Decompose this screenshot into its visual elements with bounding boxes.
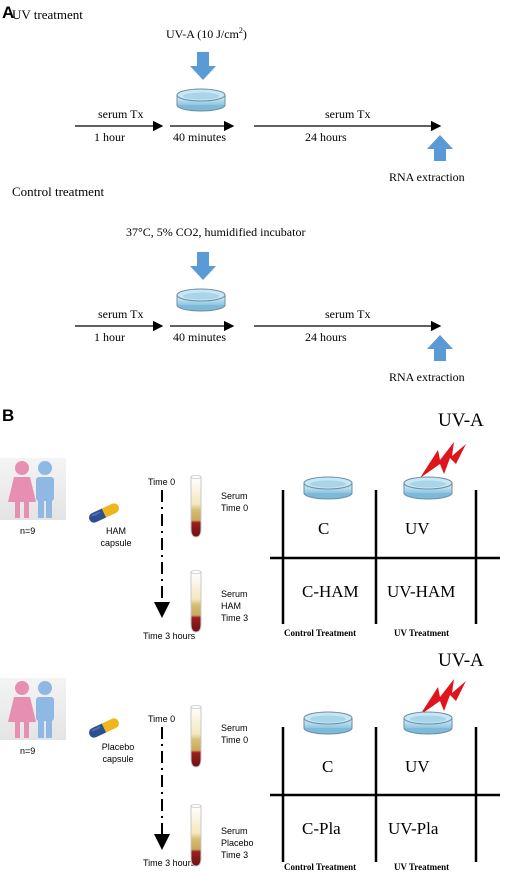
placebo-col-uv-label: UV Treatment (394, 862, 449, 872)
control-step3-bottom-label: 24 hours (305, 330, 347, 344)
uv-petri-dish (176, 88, 226, 112)
placebo-serum-bottom-3: Time 3 (221, 850, 248, 860)
control-step3-top-label: serum Tx (325, 307, 370, 321)
panel-b-label: B (2, 406, 14, 425)
placebo-cell-uv-pla: UV-Pla (388, 819, 439, 838)
uva-dose-prefix: UV-A (10 J/cm (166, 27, 240, 41)
placebo-serum-top-2: Time 0 (221, 735, 248, 745)
placebo-control-dish (303, 711, 353, 735)
placebo-serum-top-1: Serum (221, 723, 248, 733)
placebo-tube-time0 (190, 704, 202, 768)
ham-tube-time3 (190, 569, 202, 633)
control-treatment-title: Control treatment (12, 184, 104, 199)
placebo-capsule-label-2: capsule (102, 754, 133, 764)
uv-step1-top-label: serum Tx (98, 107, 143, 121)
ham-capsule-icon (87, 501, 121, 525)
control-rna-extraction-label: RNA extraction (389, 370, 465, 384)
ham-time-start-label: Time 0 (148, 477, 175, 487)
placebo-serum-bottom-1: Serum (221, 826, 248, 836)
ham-serum-top-2: Time 0 (221, 503, 248, 513)
placebo-cell-c-pla: C-Pla (302, 819, 341, 838)
ham-serum-bottom-2: HAM (221, 601, 241, 611)
control-step1-bottom-label: 1 hour (94, 330, 125, 344)
ham-col-control-label: Control Treatment (284, 628, 356, 638)
panel-a-label: A (2, 3, 14, 22)
placebo-cell-uv: UV (405, 757, 430, 776)
ham-capsule-label-1: HAM (106, 526, 126, 536)
placebo-capsule-icon (87, 716, 121, 740)
ham-lightning-bolt-icon (420, 442, 466, 478)
placebo-n-label: n=9 (20, 746, 35, 756)
ham-serum-bottom-1: Serum (221, 589, 248, 599)
control-step1-top-label: serum Tx (98, 307, 143, 321)
placebo-tube-time3 (190, 803, 202, 867)
uv-step3-bottom-label: 24 hours (305, 130, 347, 144)
placebo-serum-bottom-2: Placebo (221, 838, 254, 848)
ham-uva-label: UV-A (438, 410, 484, 431)
ham-n-label: n=9 (20, 526, 35, 536)
ham-control-dish (303, 476, 353, 500)
control-down-arrow (190, 252, 216, 280)
uva-down-arrow (190, 52, 216, 80)
uva-dose-label: UV-A (10 J/cm2) (166, 26, 247, 41)
ham-cell-c-ham: C-HAM (302, 582, 359, 601)
placebo-lightning-bolt-icon (420, 679, 466, 715)
uv-step3-top-label: serum Tx (325, 107, 370, 121)
control-step2-bottom-label: 40 minutes (173, 330, 226, 344)
placebo-uv-dish (403, 711, 453, 735)
uv-rna-up-arrow (427, 135, 453, 161)
ham-cell-c: C (318, 519, 329, 538)
placebo-col-control-label: Control Treatment (284, 862, 356, 872)
uva-dose-suffix: ) (243, 27, 247, 41)
ham-capsule-label-2: capsule (100, 538, 131, 548)
ham-tube-time0 (190, 474, 202, 538)
uv-rna-extraction-label: RNA extraction (389, 170, 465, 184)
control-petri-dish (176, 288, 226, 312)
control-condition-label: 37°C, 5% CO2, humidified incubator (126, 225, 305, 239)
uv-step2-bottom-label: 40 minutes (173, 130, 226, 144)
ham-uv-dish (403, 476, 453, 500)
placebo-cell-c: C (322, 757, 333, 776)
ham-cell-uv: UV (405, 519, 430, 538)
ham-cell-uv-ham: UV-HAM (387, 582, 455, 601)
uva-dose-sup: 2 (239, 26, 243, 35)
uv-treatment-title: UV treatment (12, 7, 83, 22)
ham-serum-bottom-3: Time 3 (221, 613, 248, 623)
control-rna-up-arrow (427, 335, 453, 361)
placebo-time-end-label: Time 3 hours (143, 858, 196, 868)
placebo-time-start-label: Time 0 (148, 714, 175, 724)
ham-time-end-label: Time 3 hours (143, 631, 196, 641)
uv-step1-bottom-label: 1 hour (94, 130, 125, 144)
ham-col-uv-label: UV Treatment (394, 628, 449, 638)
placebo-participants-icon (0, 678, 66, 740)
ham-serum-top-1: Serum (221, 491, 248, 501)
placebo-uva-label: UV-A (438, 650, 484, 671)
placebo-capsule-label-1: Placebo (102, 742, 135, 752)
ham-participants-icon (0, 458, 66, 520)
